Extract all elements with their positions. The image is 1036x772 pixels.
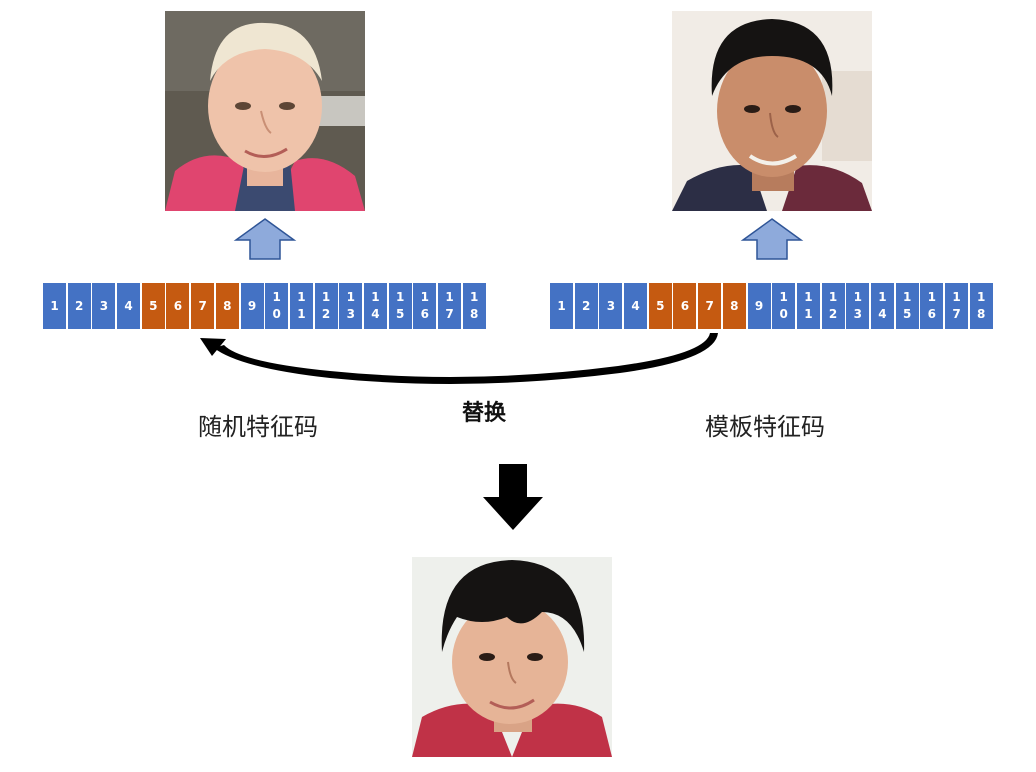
template-cell: 3 [599,283,623,329]
template-cell: 11 [796,283,820,329]
random-face-photo [165,11,365,211]
template-cell: 4 [624,283,648,329]
random-cell: 18 [462,283,486,329]
random-cell: 3 [92,283,116,329]
template-cell: 5 [648,283,672,329]
random-cell: 11 [289,283,313,329]
swap-arrowhead-icon [200,338,226,356]
template-cell: 9 [747,283,771,329]
template-cell: 10 [772,283,796,329]
swap-label: 替换 [462,401,507,426]
template-cell: 15 [895,283,919,329]
template-cell: 7 [698,283,722,329]
template-cell: 16 [920,283,944,329]
down-arrow-icon [483,464,543,530]
random-cell: 5 [141,283,165,329]
random-cell: 13 [339,283,363,329]
template-cell: 18 [969,283,993,329]
random-cell: 6 [166,283,190,329]
random-cell: 2 [67,283,91,329]
random-cell: 8 [215,283,239,329]
result-face-photo [412,557,612,757]
template-cell: 8 [722,283,746,329]
template-cell: 12 [821,283,845,329]
template-face-photo [672,11,872,211]
random-cell: 17 [438,283,461,329]
random-cell: 1 [43,283,66,329]
template-cell: 1 [550,283,573,329]
template-cell: 17 [945,283,968,329]
random-cell: 4 [117,283,141,329]
template-cell: 2 [574,283,598,329]
random-code-label: 随机特征码 [198,413,318,441]
template-code-label: 模板特征码 [705,413,825,441]
up-arrow-icon [233,218,297,260]
template-cell: 13 [846,283,870,329]
up-arrow-icon [740,218,804,260]
random-cell: 9 [240,283,264,329]
random-cell: 12 [314,283,338,329]
random-cell: 14 [363,283,387,329]
random-cell: 10 [265,283,289,329]
random-cell: 15 [388,283,412,329]
template-cell: 6 [673,283,697,329]
swap-curve-arrow [214,333,718,384]
template-cell: 14 [870,283,894,329]
random-cell: 16 [413,283,437,329]
random-cell: 7 [191,283,215,329]
